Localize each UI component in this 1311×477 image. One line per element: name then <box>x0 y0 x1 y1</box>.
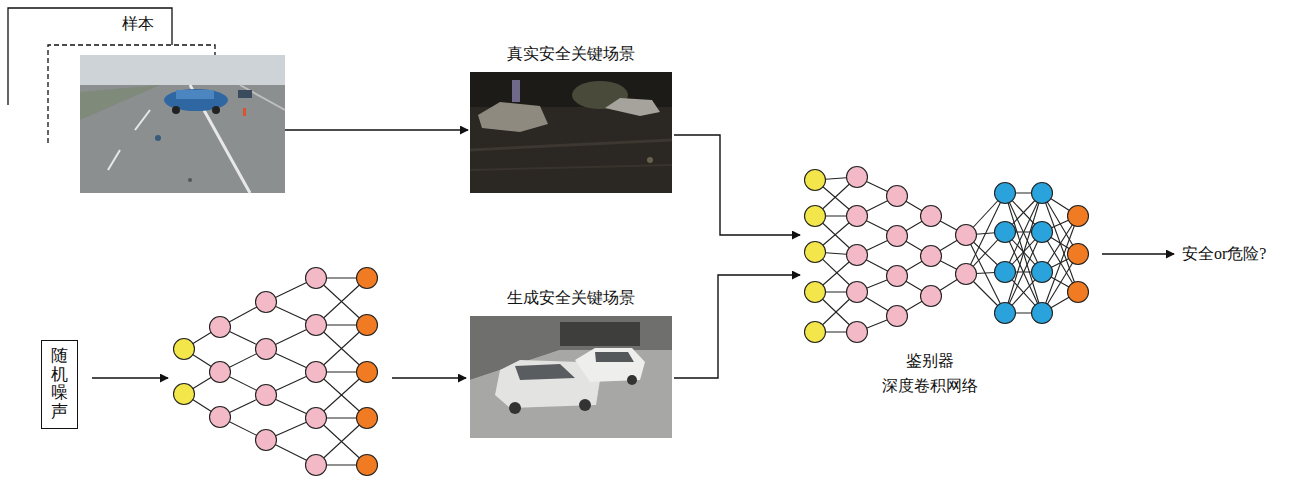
neuron <box>1032 222 1053 243</box>
neuron <box>357 455 378 476</box>
neuron <box>921 286 942 307</box>
node-label: 生成安全关键场景 <box>507 288 635 307</box>
neuron <box>956 264 977 285</box>
neuron <box>357 268 378 289</box>
noise-arrow <box>92 377 168 378</box>
neuron <box>306 315 327 336</box>
neuron <box>887 306 908 327</box>
flow-arrow <box>285 129 468 130</box>
photo-real-sample <box>80 55 285 193</box>
neuron <box>887 186 908 207</box>
neuron <box>1032 183 1053 204</box>
photo-generated-scene <box>470 316 672 438</box>
node-label: 鉴别器 深度卷积网络 <box>874 349 986 399</box>
neuron <box>847 282 868 303</box>
discriminator-network <box>805 167 1089 343</box>
neuron <box>805 322 826 343</box>
flow-arrow <box>674 135 800 235</box>
neuron <box>805 206 826 227</box>
generated-scene-box: 生成安全关键场景 <box>468 288 674 440</box>
neuron <box>1068 244 1089 265</box>
neuron <box>256 430 277 451</box>
neuron <box>256 339 277 360</box>
neuron <box>805 242 826 263</box>
flow-arrow <box>674 275 800 378</box>
net-link <box>1005 193 1042 313</box>
neuron <box>847 245 868 266</box>
neuron <box>306 362 327 383</box>
neuron <box>306 408 327 429</box>
sample-box: 样本 <box>8 8 285 193</box>
neuron <box>357 315 378 336</box>
neuron <box>174 339 195 360</box>
real-scene-box: 真实安全关键场景 <box>468 44 674 195</box>
neuron <box>256 292 277 313</box>
neuron <box>1068 206 1089 227</box>
node-label: 真实安全关键场景 <box>507 44 635 63</box>
generator-network <box>174 268 378 476</box>
noise-box: 随机噪声 <box>41 340 78 429</box>
neuron <box>1068 282 1089 303</box>
neuron <box>995 183 1016 204</box>
output-arrow <box>1102 253 1174 254</box>
neuron <box>995 262 1016 283</box>
neuron <box>210 317 231 338</box>
neuron <box>956 225 977 246</box>
neuron <box>887 226 908 247</box>
neuron <box>921 246 942 267</box>
neuron <box>805 282 826 303</box>
neuron <box>256 385 277 406</box>
neuron <box>847 322 868 343</box>
neuron <box>921 206 942 227</box>
node-label: 随机噪声 <box>51 347 68 422</box>
neuron <box>357 408 378 429</box>
neuron <box>805 170 826 191</box>
neuron <box>1032 262 1053 283</box>
photo-real-scene <box>470 72 672 193</box>
neuron <box>995 303 1016 324</box>
generator-arrow <box>392 377 466 378</box>
discriminator-box: 鉴别器 深度卷积网络 <box>800 165 1100 403</box>
output-label: 安全or危险? <box>1182 244 1266 263</box>
neuron <box>306 455 327 476</box>
neuron <box>210 362 231 383</box>
neuron <box>210 407 231 428</box>
node-label: 样本 <box>122 14 154 33</box>
neuron <box>887 266 908 287</box>
neuron <box>1032 303 1053 324</box>
net-link <box>1005 193 1042 313</box>
neuron <box>357 362 378 383</box>
neuron <box>847 167 868 188</box>
neuron <box>306 268 327 289</box>
neuron <box>174 384 195 405</box>
neuron <box>847 206 868 227</box>
neural-networks <box>174 167 1089 476</box>
neuron <box>995 222 1016 243</box>
